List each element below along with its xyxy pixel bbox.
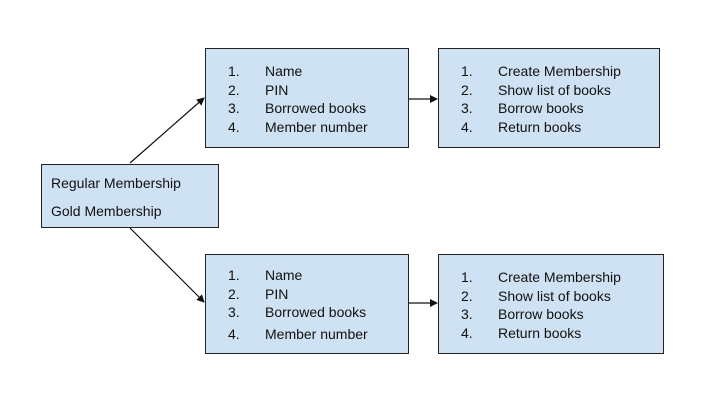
list-item: 3.Borrowed books (228, 304, 367, 320)
list-item: 2.Show list of books (461, 287, 611, 304)
top-member-fields-box: 1.Name 2.PIN 3.Borrowed books 4.Member n… (205, 48, 409, 148)
membership-types-box: Regular Membership Gold Membership (41, 164, 219, 228)
list-item: 3.Borrow books (461, 306, 584, 322)
actions-list: 1.Create Membership 2.Show list of books… (461, 268, 661, 342)
list-item: 4.Member number (228, 325, 368, 342)
bottom-actions-box: 1.Create Membership 2.Show list of books… (438, 254, 664, 354)
list-item: 1.Create Membership (461, 269, 621, 285)
list-item: 3.Borrowed books (228, 100, 367, 116)
list-item: 3.Borrow books (461, 100, 584, 116)
list-item: 1.Create Membership (461, 63, 621, 79)
regular-membership-label: Regular Membership (51, 175, 181, 191)
list-item: 2.Show list of books (461, 81, 611, 98)
arrow-membership-to-top-fields (129, 97, 205, 164)
member-fields-list: 1.Name 2.PIN 3.Borrowed books 4.Member n… (228, 266, 408, 342)
list-item: 4.Return books (461, 324, 582, 341)
list-item: 2.PIN (228, 285, 289, 302)
arrow-membership-to-bottom-fields (129, 227, 205, 303)
bottom-member-fields-box: 1.Name 2.PIN 3.Borrowed books 4.Member n… (205, 254, 409, 354)
gold-membership-label: Gold Membership (51, 203, 162, 219)
member-fields-list: 1.Name 2.PIN 3.Borrowed books 4.Member n… (228, 62, 408, 136)
list-item: 2.PIN (228, 81, 289, 98)
actions-list: 1.Create Membership 2.Show list of books… (461, 62, 657, 136)
list-item: 4.Return books (461, 118, 582, 135)
list-item: 4.Member number (228, 118, 368, 135)
list-item: 1.Name (228, 267, 303, 283)
list-item: 1.Name (228, 63, 303, 79)
top-actions-box: 1.Create Membership 2.Show list of books… (438, 48, 660, 148)
